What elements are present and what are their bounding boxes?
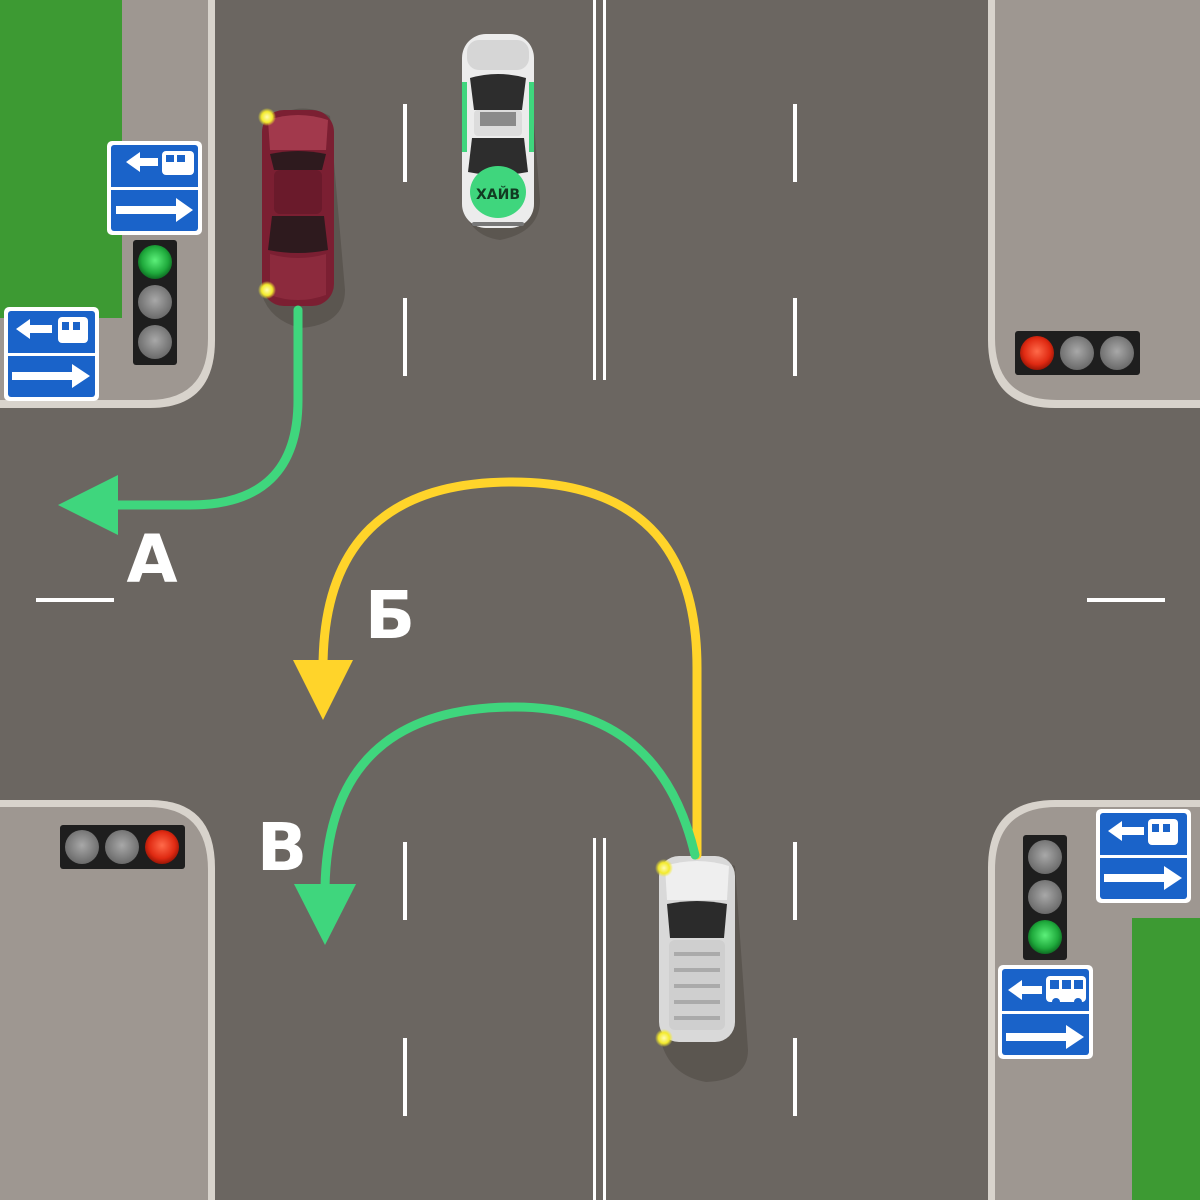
traffic-light-lamp-right: [145, 830, 179, 864]
traffic-light-lamp-top: [1028, 840, 1062, 874]
traffic-light-lamp-top: [138, 245, 172, 279]
traffic-light-lamp-bottom: [138, 325, 172, 359]
lane-sign-south-east-lower: [998, 965, 1093, 1059]
traffic-light-lamp-left: [65, 830, 99, 864]
route-b: [293, 477, 702, 860]
route-v: [294, 702, 700, 945]
traffic-light-lamp-right: [1100, 336, 1134, 370]
red-car: [258, 108, 345, 329]
route-a-label: А: [126, 521, 177, 598]
taxi-label: ХАЙВ: [476, 186, 520, 203]
arrow-left-bus-lane-icon: [16, 317, 88, 343]
route-a: [58, 305, 303, 535]
route-v-label: В: [257, 809, 307, 886]
traffic-light-lamp-middle: [105, 830, 139, 864]
route-b-path: [318, 477, 702, 860]
taxi-car: ХАЙВ: [462, 34, 540, 241]
turn-signal-icon: [655, 1029, 673, 1047]
arrow-left-bus-lane-icon: [1108, 819, 1178, 845]
road-markings: [36, 0, 1165, 1200]
corner-north-east: [988, 0, 1200, 408]
traffic-light-north-east: [1015, 331, 1140, 375]
route-a-arrowhead: [58, 475, 118, 535]
taxi-roof-badge: [470, 166, 526, 218]
grass-patch: [1132, 918, 1200, 1200]
route-b-label: Б: [365, 577, 415, 654]
white-car: [655, 856, 748, 1082]
lane-sign-north-west-upper: [107, 141, 202, 235]
corner-south-west: [0, 800, 215, 1200]
arrow-left-bus-lane-icon: [1008, 976, 1086, 1006]
traffic-light-lamp-bottom: [1028, 920, 1062, 954]
grass-patch: [0, 0, 122, 318]
route-b-arrowhead: [293, 660, 353, 720]
traffic-light-south-west: [60, 825, 185, 869]
route-v-arrowhead: [294, 884, 356, 945]
turn-signal-icon: [258, 281, 276, 299]
arrow-left-bus-lane-icon: [126, 151, 194, 175]
traffic-light-lamp-middle: [1060, 336, 1094, 370]
lane-sign-south-east-upper: [1096, 809, 1191, 903]
traffic-light-lamp-middle: [1028, 880, 1062, 914]
traffic-light-lamp-left: [1020, 336, 1054, 370]
arrow-right-icon: [12, 364, 90, 388]
route-a-path: [110, 305, 303, 510]
turn-signal-icon: [258, 108, 276, 126]
route-v-path: [320, 702, 700, 893]
traffic-light-north-west: [133, 240, 177, 365]
arrow-right-icon: [1006, 1025, 1084, 1049]
lane-sign-north-west-lower: [4, 307, 99, 401]
traffic-light-lamp-middle: [138, 285, 172, 319]
arrow-right-icon: [1104, 866, 1182, 890]
turn-signal-icon: [655, 859, 673, 877]
traffic-light-south-east: [1023, 835, 1067, 960]
arrow-right-icon: [116, 198, 193, 222]
